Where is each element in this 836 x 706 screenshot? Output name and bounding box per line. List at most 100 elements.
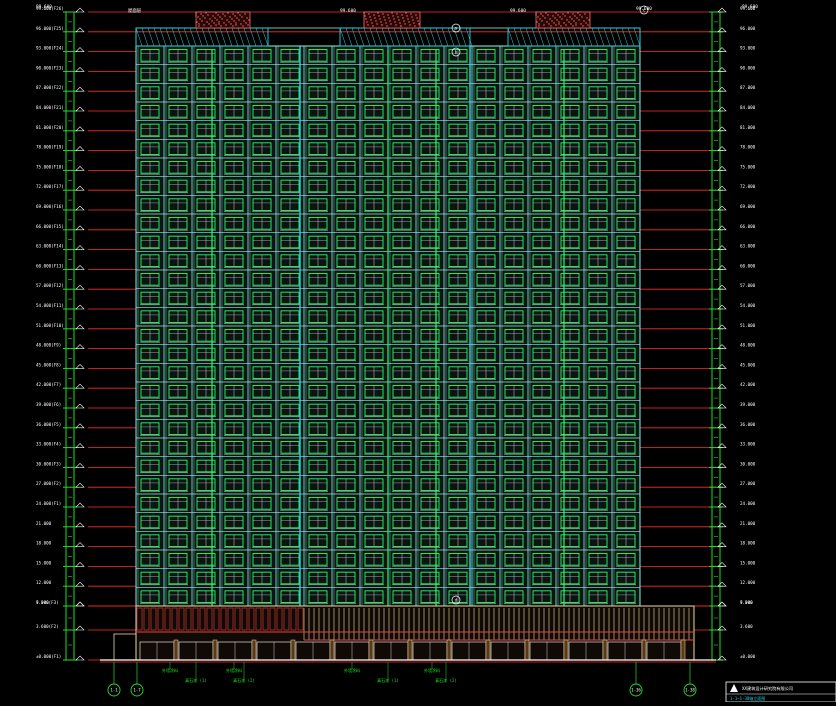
hatch-dot [382, 13, 384, 15]
hatch-dot [587, 24, 589, 26]
roof-truss [351, 27, 359, 47]
left-level-label: 9.000 [36, 600, 49, 605]
left-level-marker [75, 581, 85, 587]
right-level-marker [717, 324, 727, 330]
hatch-dot [388, 17, 390, 19]
hatch-dot [391, 12, 393, 14]
roof-truss [159, 27, 167, 47]
hatch-dot [371, 22, 373, 24]
left-level-marker [75, 304, 85, 310]
hatch-dot [236, 17, 238, 19]
left-level-label: 87.000(F22) [36, 85, 64, 90]
machine-room-hatch [535, 11, 591, 29]
podium-column [641, 639, 647, 661]
hatch-dot [546, 21, 548, 23]
left-level-label: 42.000(F7) [36, 382, 61, 387]
roof-truss [165, 27, 173, 47]
hatch-dot [405, 12, 407, 14]
roof-truss [519, 27, 527, 47]
right-level-label: 3.600 [740, 624, 753, 629]
roof-truss [591, 27, 599, 47]
left-level-label: 18.000 [36, 541, 52, 546]
left-level-label: 21.000 [36, 521, 52, 526]
left-level-marker [75, 383, 85, 389]
right-level-marker [717, 146, 727, 151]
roof-truss [339, 27, 347, 47]
right-level-marker [717, 225, 727, 231]
hatch-dot [409, 24, 411, 26]
roof-truss [345, 27, 353, 47]
hatch-dot [385, 22, 387, 24]
hatch-dot [364, 15, 366, 17]
roof-truss [399, 27, 407, 47]
left-level-marker [75, 344, 85, 349]
hatch-dot [536, 21, 538, 23]
tower-elevation [135, 11, 641, 607]
left-level-marker [75, 655, 85, 661]
hatch-dot [225, 24, 227, 26]
podium-column [602, 639, 608, 661]
hatch-dot [223, 22, 225, 24]
hatch-dot [211, 20, 213, 22]
left-level-marker [75, 27, 85, 33]
hatch-dot [220, 25, 222, 27]
left-level-label: 84.000(F21) [36, 105, 64, 110]
podium-outline [135, 605, 695, 661]
hatch-dot [229, 16, 231, 18]
hatch-dot [200, 13, 202, 15]
left-level-marker [75, 165, 85, 171]
left-level-marker [75, 284, 85, 290]
roof-structure [135, 27, 269, 47]
hatch-dot [199, 18, 201, 20]
hatch-dot [585, 22, 587, 24]
left-level-marker [75, 86, 85, 92]
dimension-chains: 99.600(F26)96.000(F25)93.000(F24)90.000(… [36, 6, 756, 661]
podium-window-left [255, 607, 262, 631]
left-level-label: 51.000(F10) [36, 323, 64, 328]
hatch-dot [561, 18, 563, 20]
hatch-dot [564, 15, 566, 17]
right-level-label: 33.000 [740, 442, 756, 447]
roof-truss [207, 27, 215, 47]
left-level-marker [75, 225, 85, 231]
left-level-marker [75, 106, 85, 112]
hatch-dot [406, 15, 408, 17]
hatch-dot [222, 13, 224, 15]
hatch-dot [373, 14, 375, 16]
callout-bubble [451, 47, 461, 57]
left-level-marker [75, 126, 85, 132]
roof-truss [135, 27, 143, 47]
left-level-marker [75, 363, 85, 369]
right-level-label: 81.000 [740, 125, 756, 130]
material-note: 真石漆 (2) [435, 677, 457, 683]
axis-label: 1-38 [685, 688, 695, 693]
podium-window-left [192, 607, 199, 631]
left-level-marker [75, 7, 85, 13]
hatch-dot [572, 25, 574, 27]
hatch-dot [203, 24, 205, 26]
left-level-label: 81.000(F20) [36, 125, 64, 130]
podium-column [329, 639, 335, 661]
roof-truss [183, 27, 191, 47]
hatch-dot [582, 25, 584, 27]
roof-truss [555, 27, 563, 47]
right-level-marker [717, 66, 727, 72]
hatch-dot [404, 23, 406, 25]
material-note: 外墙涂料 [424, 667, 440, 673]
left-level-marker [75, 502, 85, 508]
podium-window-left [171, 607, 178, 631]
left-level-label: 48.000(F9) [36, 343, 61, 348]
right-level-label: 12.000 [740, 580, 756, 585]
podium-window-left [262, 607, 269, 631]
right-level-marker [717, 304, 727, 310]
left-level-marker [75, 561, 85, 567]
hatch-dot [576, 17, 578, 19]
left-level-marker [75, 423, 85, 429]
left-level-label: 63.000(F14) [36, 244, 64, 249]
roof-truss [213, 27, 221, 47]
hatch-dot [398, 19, 400, 21]
hatch-dot [560, 25, 562, 27]
podium-column [485, 639, 491, 661]
